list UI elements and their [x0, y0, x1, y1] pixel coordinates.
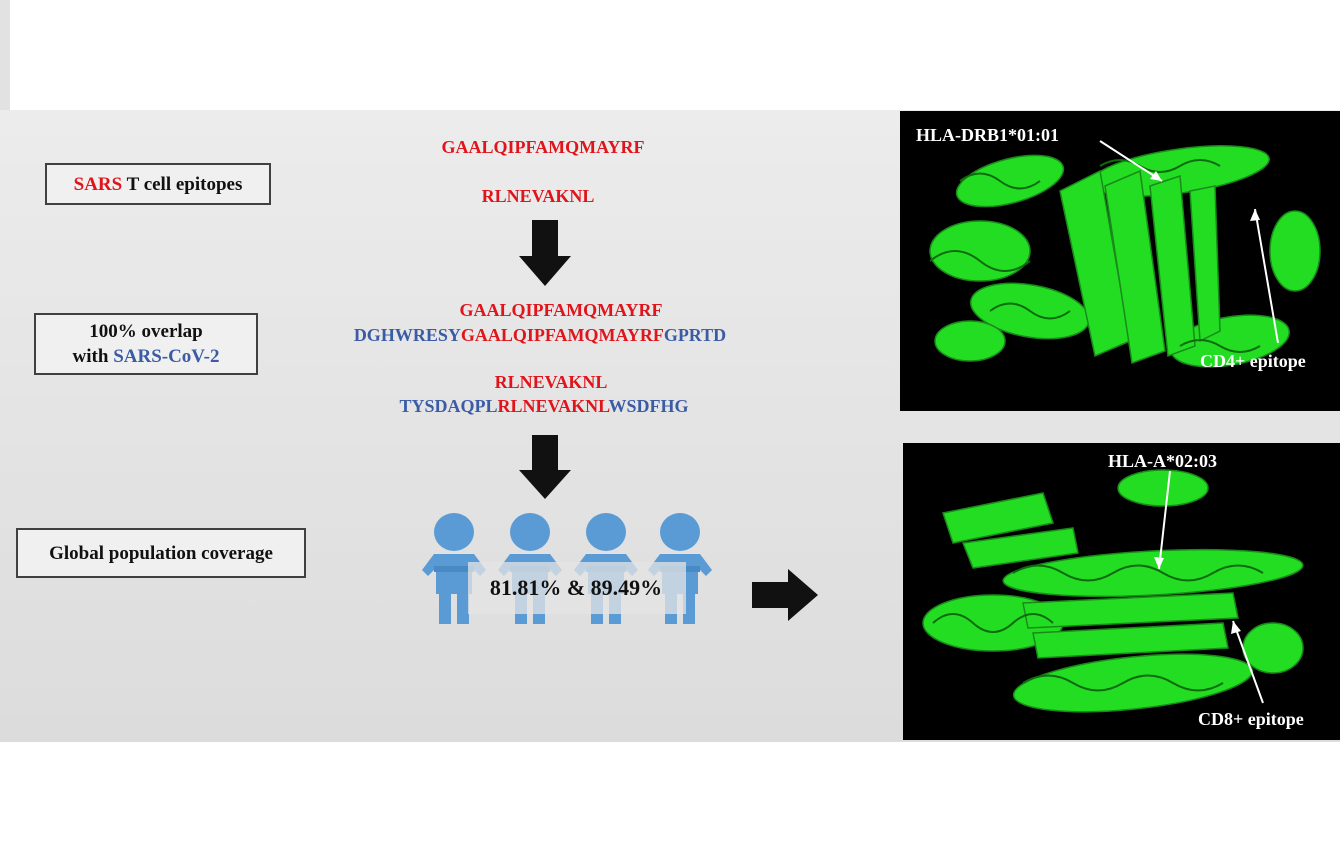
sars-cov-2-highlight: SARS-CoV-2: [113, 346, 220, 367]
overlap-sequence-2: TYSDAQPLRLNEVAKNLWSDFHG: [399, 396, 688, 417]
allele-label-top: HLA-DRB1*01:01: [916, 125, 1059, 145]
sars-epitopes-label: T cell epitopes: [122, 173, 243, 195]
overlap-sequence-1: DGHWRESYGAALQIPFAMQMAYRFGPRTD: [354, 325, 726, 346]
overlap-box: 100% overlap with SARS-CoV-2: [34, 313, 258, 375]
sars-epitope-2: RLNEVAKNL: [481, 186, 595, 206]
arrow-down-icon: [519, 220, 571, 286]
sars-highlight: SARS: [73, 173, 123, 195]
protein-structure-image-top: HLA-DRB1*01:01 CD4+ epitope: [900, 111, 1340, 411]
protein-structure-image-bottom: HLA-A*02:03 CD8+ epitope: [903, 443, 1340, 740]
overlap-2-left-flank: TYSDAQPL: [399, 396, 498, 416]
coverage-values: 81.81% & 89.49%: [489, 575, 663, 600]
sars-epitopes-box: SARS T cell epitopes: [45, 163, 271, 205]
overlap-epitope-1: GAALQIPFAMQMAYRF: [459, 300, 663, 320]
overlap-2-right-flank: WSDFHG: [608, 396, 689, 416]
epitope-label-top: CD4+ epitope: [1200, 351, 1306, 371]
overlap-2-core: RLNEVAKNL: [497, 396, 609, 416]
overlap-line-2-prefix: with: [72, 346, 114, 367]
top-strip: [0, 0, 10, 110]
overlap-line-1: 100% overlap: [89, 321, 203, 342]
overlap-epitope-2: RLNEVAKNL: [494, 372, 608, 392]
overlap-1-core: GAALQIPFAMQMAYRF: [460, 325, 664, 345]
allele-label-bottom: HLA-A*02:03: [1108, 451, 1217, 471]
arrow-down-icon: [519, 435, 571, 499]
overlap-1-left-flank: DGHWRESY: [353, 325, 461, 345]
coverage-box: Global population coverage: [16, 528, 306, 578]
sars-epitope-1: GAALQIPFAMQMAYRF: [441, 137, 645, 157]
coverage-label: Global population coverage: [49, 542, 273, 564]
overlap-1-right-flank: GPRTD: [663, 325, 727, 345]
population-icons: [422, 513, 712, 624]
arrow-right-icon: [752, 569, 818, 621]
epitope-label-bottom: CD8+ epitope: [1198, 709, 1304, 729]
